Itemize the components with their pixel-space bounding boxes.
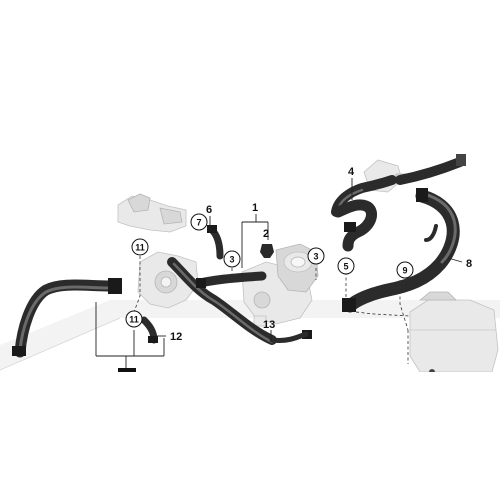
- part-number-cropped: [118, 368, 136, 372]
- part-number-1: 1: [252, 202, 258, 214]
- callout-3-left-text: 3: [229, 255, 234, 265]
- part-number-8: 8: [466, 258, 472, 270]
- callout-11-upper: 11: [131, 238, 149, 256]
- hose-8-large: [342, 188, 460, 313]
- part-number-8-text: 8: [466, 258, 472, 270]
- hose-7-small: [207, 225, 224, 260]
- part-number-12: 12: [170, 331, 182, 343]
- callout-11-lower: 11: [125, 310, 143, 328]
- part-number-4-text: 4: [348, 166, 355, 178]
- part-number-2: 2: [263, 228, 269, 240]
- part-number-6-text: 6: [206, 204, 212, 216]
- callout-5-text: 5: [343, 262, 348, 272]
- part-number-1-text: 1: [252, 202, 258, 214]
- hose-left-long: [12, 278, 122, 358]
- callout-5: 5: [337, 257, 355, 275]
- hose-5-elbow: [332, 199, 377, 252]
- callout-3-right: 3: [307, 247, 325, 265]
- callout-7: 7: [190, 213, 208, 231]
- hose-12-small: [140, 316, 158, 344]
- hose-center-main: [167, 257, 312, 345]
- part-number-13: 13: [263, 319, 275, 331]
- callout-9-text: 9: [402, 266, 407, 276]
- part-number-13-text: 13: [263, 319, 275, 331]
- background-frame: [0, 300, 500, 371]
- part-number-12-text: 12: [170, 331, 182, 343]
- callout-3-right-text: 3: [313, 252, 318, 262]
- part-number-2-text: 2: [263, 228, 269, 240]
- dashed-guides: [133, 256, 411, 364]
- ghost-bracket-left: [117, 193, 187, 233]
- bottom-whitespace: [0, 372, 500, 500]
- callout-11-upper-text: 11: [135, 243, 145, 253]
- callout-11-lower-text: 11: [129, 315, 139, 325]
- part-number-4: 4: [348, 166, 355, 178]
- leader-lines: [95, 178, 463, 372]
- callout-3-left: 3: [223, 250, 241, 268]
- callout-7-text: 7: [196, 218, 201, 228]
- part-number-6: 6: [206, 204, 212, 216]
- clip-2: [260, 244, 274, 258]
- ghost-thermostat-housing: [137, 251, 199, 309]
- ghost-expansion-tank: [409, 291, 499, 375]
- callout-9: 9: [396, 261, 414, 279]
